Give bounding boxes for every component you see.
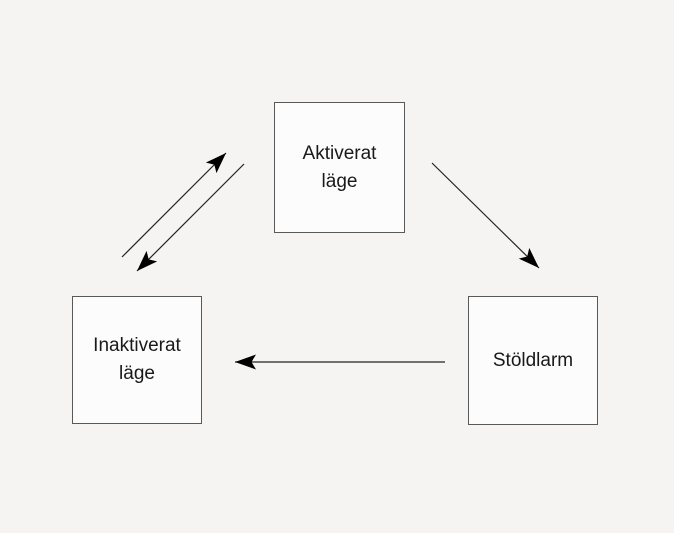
node-inaktiverat-lage: Inaktiverat läge [72, 296, 202, 424]
node-aktiverat-lage: Aktiverat läge [274, 102, 405, 233]
node-label-line: läge [321, 170, 358, 192]
arrow-aktiverat-to-stoldlarm [431, 162, 540, 269]
node-stoldlarm: Stöldlarm [468, 296, 598, 425]
node-label-line: läge [119, 363, 155, 384]
arrow-aktiverat-to-inaktiverat [136, 163, 245, 272]
node-label-line: Inaktiverat [93, 335, 181, 356]
arrow-inaktiverat-to-aktiverat [121, 152, 227, 258]
node-label-line: Aktiverat [302, 142, 377, 164]
node-label-line: Stöldlarm [492, 349, 574, 371]
